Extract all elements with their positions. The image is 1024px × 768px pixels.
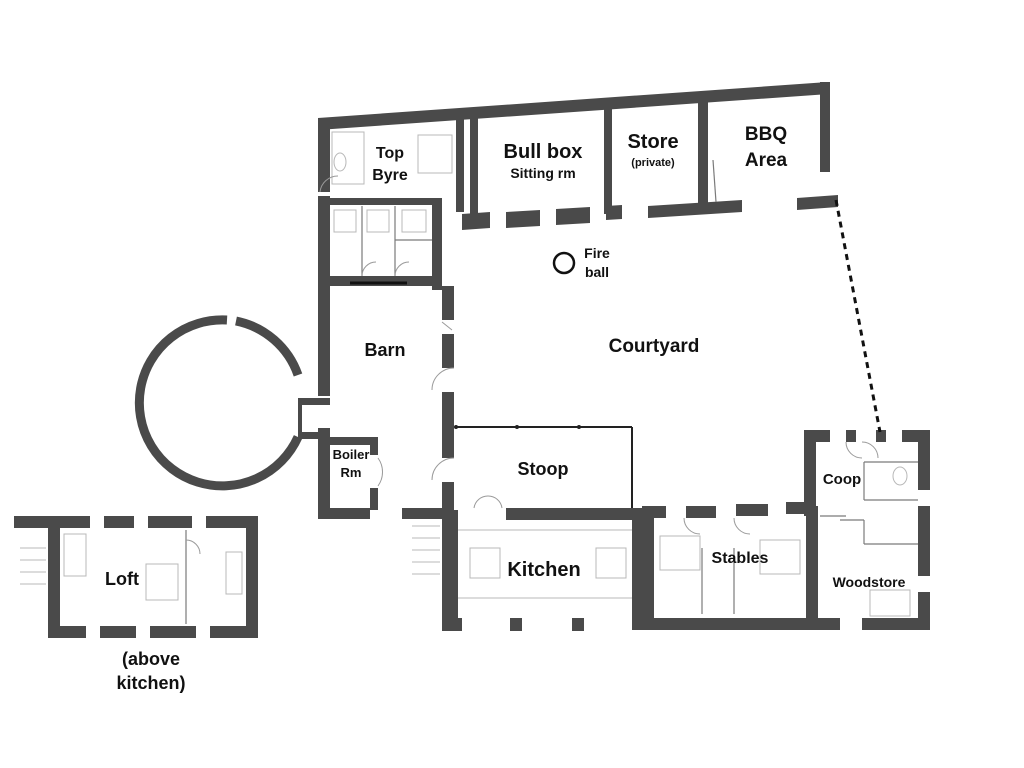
loft-walls xyxy=(14,516,258,638)
label-bull-box: Bull box xyxy=(504,141,583,163)
label-loft-note-1: (above xyxy=(122,649,180,669)
barn-steps xyxy=(412,525,440,575)
stoop-kitchen-walls xyxy=(442,425,644,631)
label-fire-ball-1: Fire xyxy=(584,245,610,261)
label-bbq-1: BBQ xyxy=(745,124,787,145)
bathroom-block-walls xyxy=(318,196,442,290)
coop-woodstore-walls xyxy=(804,430,930,630)
label-top-byre-1: Top xyxy=(376,145,404,162)
barn-walls xyxy=(318,286,455,519)
round-tower xyxy=(134,315,330,491)
label-boiler-1: Boiler xyxy=(333,447,370,462)
north-range-walls xyxy=(318,82,838,230)
label-stoop: Stoop xyxy=(518,459,569,479)
label-barn: Barn xyxy=(364,340,405,360)
fire-ball-marker xyxy=(552,251,576,275)
label-top-byre-2: Byre xyxy=(372,167,408,184)
boiler-room-walls xyxy=(330,437,384,510)
label-kitchen: Kitchen xyxy=(507,559,580,581)
top-byre-fixtures xyxy=(319,131,453,193)
label-stables: Stables xyxy=(712,550,769,567)
courtyard-boundary-dashed xyxy=(834,199,882,433)
label-bbq-2: Area xyxy=(745,150,788,171)
label-fire-ball-2: ball xyxy=(585,264,609,280)
label-store: Store xyxy=(627,131,678,153)
label-coop: Coop xyxy=(823,471,861,488)
label-bull-box-sub: Sitting rm xyxy=(510,165,575,181)
label-store-sub: (private) xyxy=(631,157,675,169)
label-courtyard: Courtyard xyxy=(609,336,700,357)
label-boiler-2: Rm xyxy=(341,465,362,480)
label-loft: Loft xyxy=(105,569,139,589)
label-woodstore: Woodstore xyxy=(833,574,906,590)
label-loft-note-2: kitchen) xyxy=(116,673,185,693)
